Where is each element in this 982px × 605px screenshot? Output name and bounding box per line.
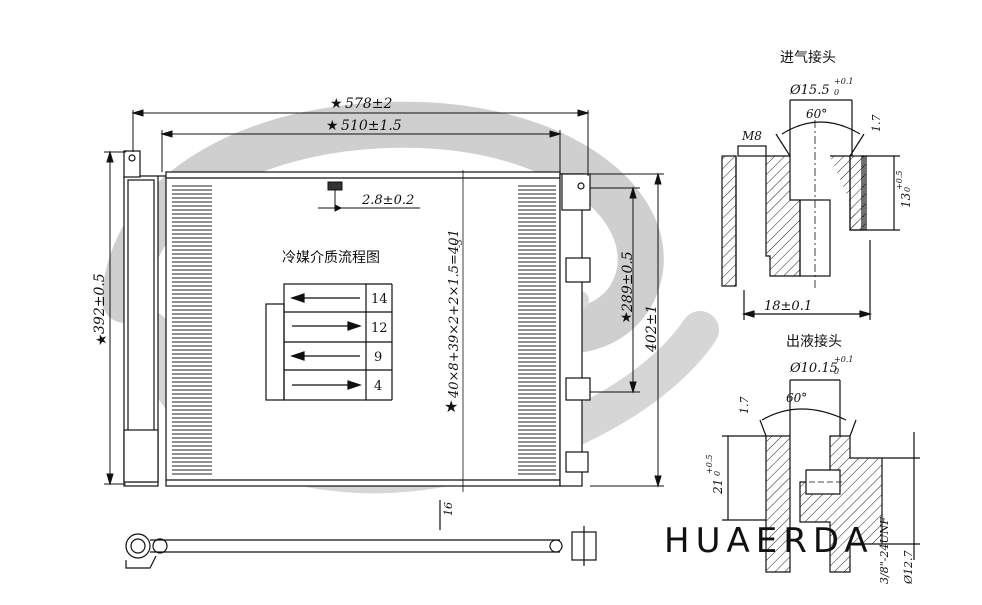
flow-pass-2: 12: [371, 321, 388, 336]
left-height-dimension: [104, 150, 126, 486]
flow-pass-3: 9: [374, 350, 382, 365]
fin-gap-detail: [318, 181, 420, 212]
fins-right: [518, 185, 556, 475]
total-height-label: 392±0.5: [92, 273, 108, 334]
port-spacing-label: 289±0.5: [620, 251, 636, 313]
outlet-fitting-section: [722, 379, 920, 573]
star-mark-overall: ★: [330, 96, 343, 112]
star-mark-core: ★: [326, 118, 339, 134]
flow-pass-1: 14: [371, 292, 388, 307]
bottom-offset-label: 16: [442, 502, 455, 516]
fin-gap-label: 2.8±0.2: [361, 193, 414, 208]
core-width-label: 510±1.5: [341, 118, 402, 134]
inlet-angle-label: 60°: [806, 107, 827, 121]
inlet-fitting-section: [721, 99, 900, 320]
inlet-fitting-title: 进气接头: [780, 49, 836, 66]
inlet-height-label: 13: [899, 192, 913, 208]
right-dimensions: [590, 172, 664, 488]
outlet-bore-tol-lower: 0: [834, 367, 839, 376]
outlet-height-label: 21: [711, 479, 725, 495]
star-mark-height: ★: [94, 333, 110, 346]
star-mark-ports: ★: [620, 310, 633, 326]
tube-count-label: 40×8+39×2+2×1.5=401: [447, 229, 462, 399]
inlet-length-label: 18±0.1: [764, 299, 812, 314]
star-mark-tubes: ★: [444, 397, 458, 416]
inlet-chamfer-label: 1.7: [870, 115, 883, 133]
watermark-logo: HUAERDA: [664, 521, 874, 561]
inlet-height-tol-lower: 0: [903, 187, 912, 192]
tube-count-tolerance: -3: [455, 239, 465, 248]
fins-left: [172, 185, 212, 475]
outlet-height-tol-lower: 0: [713, 471, 722, 476]
bottom-side-view: [125, 500, 597, 569]
flow-pass-4: 4: [374, 379, 382, 394]
flow-diagram-title: 冷媒介质流程图: [282, 250, 380, 266]
inlet-bore-tol-lower: 0: [834, 88, 839, 97]
overall-width-label: 578±2: [345, 96, 392, 112]
core-height-label: 402±1: [644, 305, 660, 353]
outlet-fitting-title: 出液接头: [786, 333, 842, 350]
inlet-thread-label: M8: [741, 129, 762, 143]
flow-diagram: [265, 283, 393, 401]
top-dimension-lines: [131, 109, 590, 176]
outlet-angle-label: 60°: [786, 391, 807, 405]
inlet-bore-tol-upper: +0.1: [834, 77, 853, 86]
outlet-chamfer-label: 1.7: [738, 397, 751, 415]
outlet-bore-tol-upper: +0.1: [834, 355, 853, 364]
outlet-height-tol-upper: +0.5: [705, 455, 714, 474]
outlet-thread-label: 3/8"-24UNF: [878, 517, 891, 584]
condenser-front-view: [123, 150, 591, 492]
inlet-bore-label: Ø15.5: [789, 83, 830, 98]
outlet-outer-dia-label: Ø12.7: [902, 550, 915, 585]
outlet-bore-label: Ø10.15: [789, 361, 838, 376]
inlet-height-tol-upper: +0.5: [895, 171, 904, 190]
